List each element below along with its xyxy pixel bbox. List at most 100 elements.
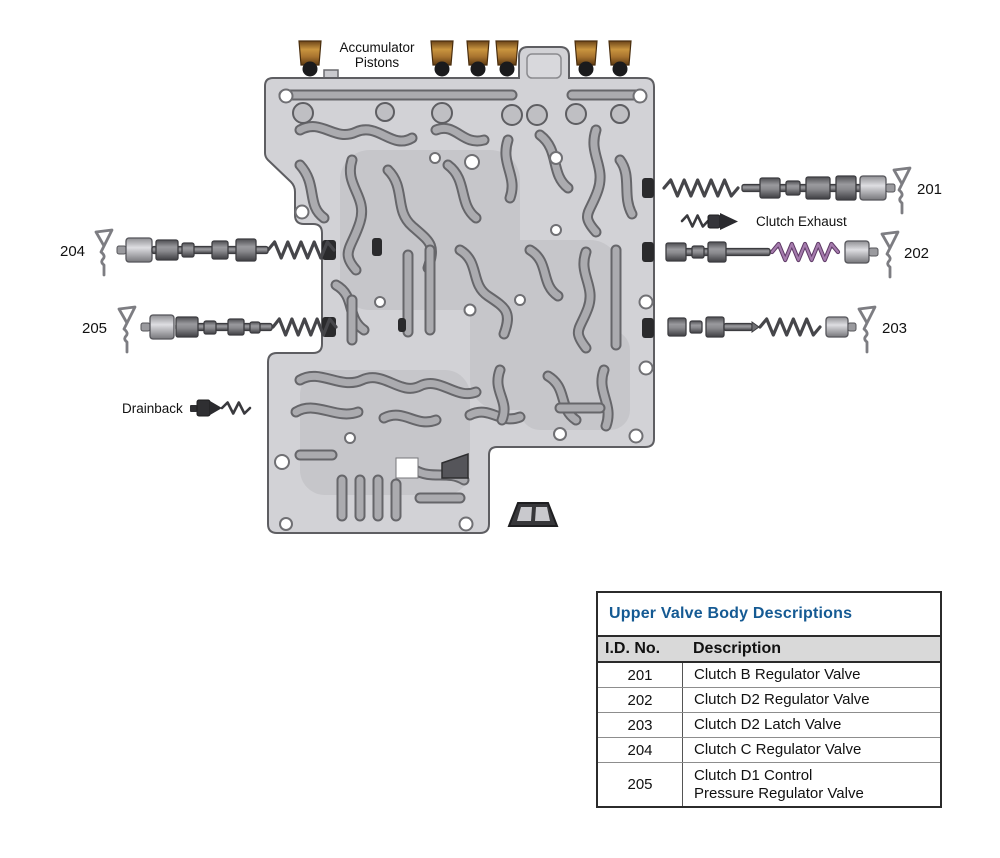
row-id: 203 — [627, 716, 653, 734]
accumulator-piston — [298, 40, 322, 77]
oil-channel — [344, 156, 366, 274]
drainback-valve-tip — [210, 401, 222, 415]
valve-204-plug — [116, 237, 153, 263]
row-description: Clutch D1 Control Pressure Regulator Val… — [682, 763, 940, 806]
clutch-exhaust-valve — [707, 214, 721, 229]
accumulator-bores — [292, 102, 630, 126]
valve-204-spool — [151, 238, 269, 262]
tab-inner — [526, 53, 562, 79]
table-row: 204 Clutch C Regulator Valve — [598, 738, 940, 763]
oil-channel — [584, 126, 604, 236]
oil-channel — [574, 248, 594, 352]
clutch-exhaust-label: Clutch Exhaust — [756, 214, 847, 229]
oil-channel — [502, 136, 516, 202]
row-description: Clutch C Regulator Valve — [682, 738, 940, 762]
clutch-exhaust-assembly: Clutch Exhaust — [707, 213, 847, 230]
valve-203-plug — [825, 316, 857, 338]
oil-channel — [494, 366, 508, 424]
table-row: 205 Clutch D1 Control Pressure Regulator… — [598, 763, 940, 806]
valve-body-casting — [264, 46, 655, 534]
row-id: 201 — [627, 666, 653, 684]
table-row: 201 Clutch B Regulator Valve — [598, 663, 940, 688]
valve-202-spool — [665, 241, 771, 263]
table-row: 202 Clutch D2 Regulator Valve — [598, 688, 940, 713]
valve-202-assembly: 202 — [665, 230, 929, 279]
row-id: 204 — [627, 741, 653, 759]
valve-201-assembly: 201 — [741, 166, 942, 215]
row-id: 202 — [627, 691, 653, 709]
valve-201-spring — [662, 178, 740, 198]
valve-204-spring — [266, 240, 336, 260]
oil-channel — [598, 366, 612, 430]
clutch-exhaust-valve-tip — [720, 213, 738, 230]
callout-203: 203 — [882, 320, 907, 337]
valve-202-spring — [770, 242, 840, 262]
row-description: Clutch B Regulator Valve — [682, 663, 940, 687]
valve-201-retainer-clip — [892, 166, 912, 215]
valve-205-spool — [175, 316, 273, 338]
valve-203-retainer-clip — [857, 305, 877, 354]
oil-channel — [432, 124, 488, 145]
table-title: Upper Valve Body Descriptions — [609, 605, 853, 622]
oil-channel — [296, 372, 480, 398]
callout-205: 205 — [82, 320, 107, 337]
bolt-holes — [274, 88, 654, 532]
valve-205-spring — [271, 317, 338, 337]
valve-204-retainer-clip — [94, 228, 114, 277]
accumulator-piston — [495, 40, 519, 77]
accumulator-piston — [430, 40, 454, 77]
oil-channel-maze — [278, 89, 646, 522]
oil-channel — [380, 411, 440, 426]
valve-202-retainer-clip — [880, 230, 900, 279]
upper-valve-body-table: Upper Valve Body Descriptions I.D. No. D… — [596, 591, 942, 808]
drainback-label: Drainback — [122, 401, 183, 416]
row-description: Clutch D2 Regulator Valve — [682, 688, 940, 712]
valve-203-spring — [758, 317, 822, 337]
accumulator-piston — [608, 40, 632, 77]
drainback-spring — [220, 401, 252, 415]
oil-channel — [296, 161, 328, 222]
callout-201: 201 — [917, 181, 942, 198]
drainback-valve — [196, 399, 211, 417]
valve-203-spool — [667, 316, 753, 338]
oil-channel — [526, 246, 562, 300]
callout-204: 204 — [60, 243, 85, 260]
drainback-assembly: Drainback — [122, 399, 222, 417]
accumulator-pistons-label-line2: Pistons — [355, 55, 400, 70]
valve-203-assembly: 203 — [667, 305, 907, 354]
row-id: 205 — [627, 776, 653, 793]
dark-wedge — [441, 452, 469, 479]
drainback-valve-stem — [190, 405, 197, 412]
valve-203-spool-tip — [751, 321, 760, 333]
oil-channel — [616, 156, 636, 218]
oil-channel — [466, 408, 524, 423]
oil-channel — [296, 123, 416, 145]
valve-205-assembly: 205 — [82, 305, 273, 354]
oil-channel — [456, 246, 511, 338]
casting-plateaus — [300, 150, 630, 495]
accumulator-pistons-label-line1: Accumulator — [339, 40, 415, 55]
row-description: Clutch D2 Latch Valve — [682, 713, 940, 737]
column-header-description: Description — [693, 640, 782, 657]
valve-201-plug — [859, 175, 896, 201]
valve-205-retainer-clip — [117, 305, 137, 354]
accumulator-pistons — [298, 40, 632, 77]
gasket-window — [395, 457, 419, 479]
oil-channel — [292, 404, 362, 418]
table-row: 203 Clutch D2 Latch Valve — [598, 713, 940, 738]
valve-204-assembly: 204 — [60, 228, 269, 277]
accumulator-piston — [466, 40, 490, 77]
oil-channel — [444, 161, 480, 222]
clutch-exhaust-spring — [680, 214, 710, 228]
check-valve-retainer — [507, 502, 559, 527]
accumulator-piston — [574, 40, 598, 77]
oil-channel — [544, 372, 580, 424]
valve-202-plug — [844, 240, 879, 264]
valve-springs — [220, 178, 841, 415]
table-column-header: I.D. No. Description — [598, 635, 940, 663]
callout-202: 202 — [904, 245, 929, 262]
valve-205-plug — [140, 314, 175, 340]
valve-201-spool — [741, 175, 863, 201]
